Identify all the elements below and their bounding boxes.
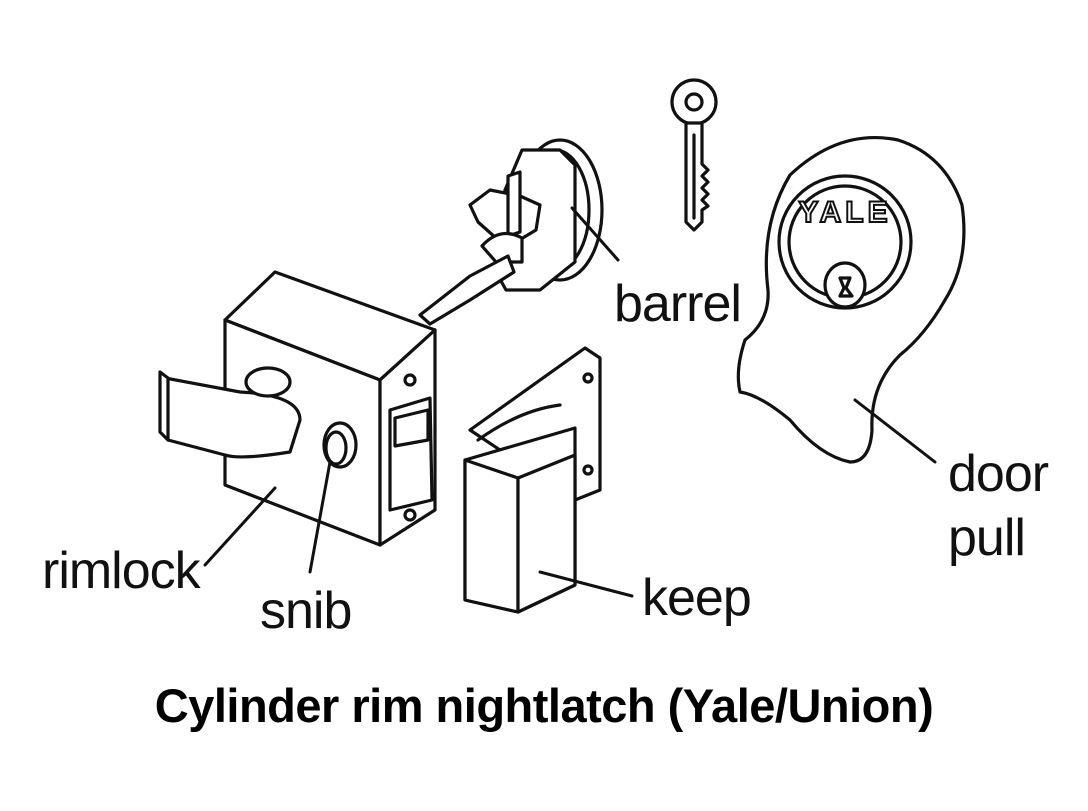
diagram-caption: Cylinder rim nightlatch (Yale/Union)	[0, 678, 1088, 733]
rimlock-leader	[205, 488, 275, 565]
door-pull-illustration: YALE	[738, 138, 964, 462]
rimlock-illustration	[160, 272, 435, 545]
key-illustration	[672, 80, 716, 230]
yale-brand-text: YALE	[798, 196, 891, 229]
label-keep: keep	[642, 572, 751, 624]
label-snib: snib	[260, 585, 351, 637]
label-pull: pull	[948, 512, 1025, 564]
label-barrel: barrel	[614, 278, 741, 330]
barrel-illustration	[420, 140, 602, 324]
label-door: door	[948, 448, 1048, 500]
keep-illustration	[465, 348, 600, 612]
label-rimlock: rimlock	[42, 545, 200, 597]
